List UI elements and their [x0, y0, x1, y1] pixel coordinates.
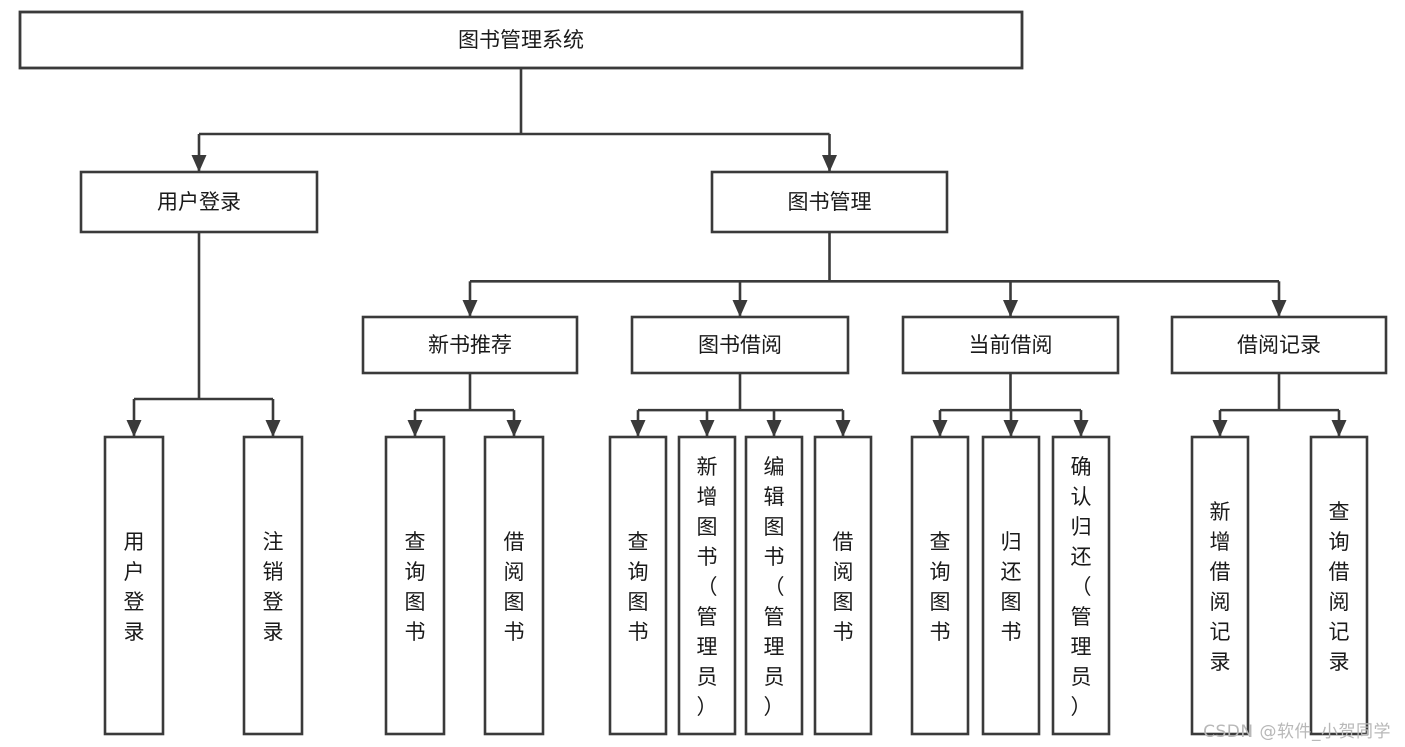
node-label-leaf-user-logout: 注销登录	[263, 530, 284, 644]
connectors-layer	[126, 68, 1347, 437]
node-leaf-query-book-recommend[interactable]: 查询图书	[384, 435, 446, 736]
node-box-leaf-user-logout	[242, 435, 304, 736]
connector-current-to-leaves	[932, 373, 1089, 437]
node-leaf-borrow-book-recommend[interactable]: 借阅图书	[483, 435, 545, 736]
node-label-leaf-return-book: 归还图书	[1001, 530, 1022, 644]
node-box-leaf-query-book-borrow	[608, 435, 668, 736]
node-box-borrow-record	[1170, 315, 1388, 375]
node-box-leaf-add-book	[677, 435, 737, 736]
arrow-head-icon	[265, 420, 281, 437]
node-box-leaf-confirm-return	[1051, 435, 1111, 736]
arrow-head-icon	[766, 420, 782, 437]
arrow-head-icon	[1212, 420, 1228, 437]
arrow-head-icon	[630, 420, 646, 437]
node-box-book-manage	[710, 170, 949, 234]
node-leaf-query-book-borrow[interactable]: 查询图书	[608, 435, 668, 736]
node-label-leaf-confirm-return: 确认归还（管理员）	[1071, 455, 1092, 719]
watermark-label: CSDN @软件_小贺同学	[1203, 722, 1391, 742]
node-label-leaf-add-book: 新增图书（管理员）	[697, 455, 718, 719]
arrow-head-icon	[822, 155, 837, 172]
node-book-borrow[interactable]: 图书借阅	[630, 315, 850, 375]
node-new-book-recommend[interactable]: 新书推荐	[361, 315, 579, 375]
node-label-leaf-query-book-borrow: 查询图书	[628, 530, 649, 644]
arrow-head-icon	[462, 300, 478, 317]
node-leaf-query-book-current[interactable]: 查询图书	[910, 435, 970, 736]
node-label-leaf-query-book-current: 查询图书	[930, 530, 951, 644]
node-box-current-borrow	[901, 315, 1120, 375]
arrow-head-icon	[191, 155, 207, 172]
node-leaf-query-borrow-record[interactable]: 查询借阅记录	[1309, 435, 1369, 736]
node-label-leaf-add-borrow-record: 新增借阅记录	[1210, 500, 1231, 674]
arrow-head-icon	[835, 420, 851, 437]
arrow-head-icon	[732, 300, 748, 317]
connector-login-to-leaves	[126, 232, 281, 437]
node-label-book-manage: 图书管理	[788, 190, 872, 214]
node-label-leaf-user-login: 用户登录	[124, 530, 145, 644]
node-label-leaf-borrow-book: 借阅图书	[833, 530, 854, 644]
node-box-leaf-borrow-book-recommend	[483, 435, 545, 736]
node-box-root	[18, 10, 1024, 70]
node-leaf-add-borrow-record[interactable]: 新增借阅记录	[1190, 435, 1250, 736]
arrow-head-icon	[1073, 420, 1089, 437]
node-box-book-borrow	[630, 315, 850, 375]
arrow-head-icon	[1003, 420, 1019, 437]
node-label-current-borrow: 当前借阅	[969, 333, 1053, 357]
node-label-new-book-recommend: 新书推荐	[428, 333, 512, 357]
connector-manage-to-level3	[462, 232, 1287, 317]
connector-record-to-leaves	[1212, 373, 1347, 437]
node-box-leaf-add-borrow-record	[1190, 435, 1250, 736]
node-box-leaf-query-borrow-record	[1309, 435, 1369, 736]
node-leaf-user-login[interactable]: 用户登录	[103, 435, 165, 736]
node-box-new-book-recommend	[361, 315, 579, 375]
node-box-leaf-query-book-current	[910, 435, 970, 736]
node-root[interactable]: 图书管理系统	[18, 10, 1024, 70]
node-label-book-borrow: 图书借阅	[698, 333, 782, 357]
node-box-leaf-query-book-recommend	[384, 435, 446, 736]
node-box-user-login	[79, 170, 319, 234]
node-user-login[interactable]: 用户登录	[79, 170, 319, 234]
node-book-manage[interactable]: 图书管理	[710, 170, 949, 234]
node-current-borrow[interactable]: 当前借阅	[901, 315, 1120, 375]
connector-borrow-to-leaves	[630, 373, 851, 437]
arrow-head-icon	[1271, 300, 1287, 317]
node-box-leaf-edit-book	[744, 435, 804, 736]
arrow-head-icon	[407, 420, 423, 437]
arrow-head-icon	[126, 420, 142, 437]
arrow-head-icon	[1331, 420, 1347, 437]
node-leaf-user-logout[interactable]: 注销登录	[242, 435, 304, 736]
arrow-head-icon	[506, 420, 522, 437]
node-borrow-record[interactable]: 借阅记录	[1170, 315, 1388, 375]
node-label-user-login: 用户登录	[157, 190, 241, 214]
node-label-root: 图书管理系统	[458, 28, 584, 52]
node-label-leaf-borrow-book-recommend: 借阅图书	[504, 530, 525, 644]
node-leaf-return-book[interactable]: 归还图书	[981, 435, 1041, 736]
node-label-leaf-query-borrow-record: 查询借阅记录	[1329, 500, 1350, 674]
arrow-head-icon	[1003, 300, 1018, 317]
arrow-head-icon	[699, 420, 715, 437]
node-leaf-add-book[interactable]: 新增图书（管理员）	[677, 435, 737, 736]
node-box-leaf-borrow-book	[813, 435, 873, 736]
node-leaf-confirm-return[interactable]: 确认归还（管理员）	[1051, 435, 1111, 736]
node-leaf-edit-book[interactable]: 编辑图书（管理员）	[744, 435, 804, 736]
node-label-leaf-edit-book: 编辑图书（管理员）	[764, 455, 785, 719]
connector-recommend-to-leaves	[407, 373, 522, 437]
nodes-layer: 图书管理系统用户登录图书管理新书推荐图书借阅当前借阅借阅记录用户登录注销登录查询…	[18, 10, 1388, 736]
node-leaf-borrow-book[interactable]: 借阅图书	[813, 435, 873, 736]
node-label-borrow-record: 借阅记录	[1237, 333, 1321, 357]
node-box-leaf-return-book	[981, 435, 1041, 736]
node-label-leaf-query-book-recommend: 查询图书	[405, 530, 426, 644]
node-box-leaf-user-login	[103, 435, 165, 736]
connector-root-to-level2	[191, 68, 837, 172]
arrow-head-icon	[932, 420, 948, 437]
